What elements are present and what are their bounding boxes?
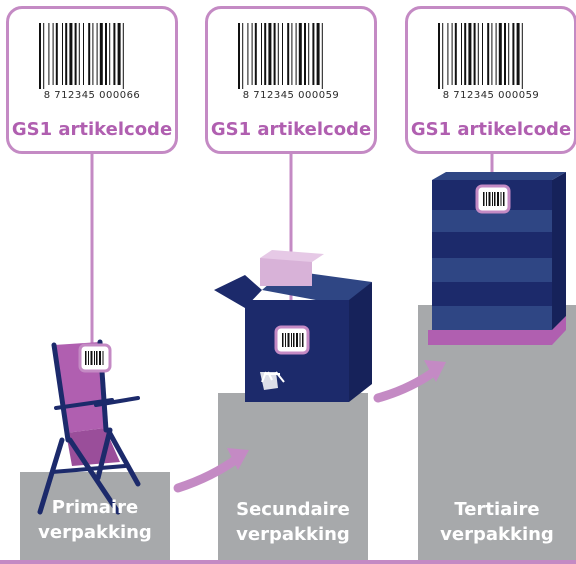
shipping-box-icon — [214, 250, 372, 402]
arrow-icon — [173, 448, 249, 493]
barcode-number: 8 712345 000066 — [43, 90, 141, 101]
barcode-tag-secondary — [274, 325, 310, 355]
card-title: GS1 artikelcode — [11, 119, 173, 140]
label-line-2: verpakking — [236, 524, 350, 545]
barcode-icon — [238, 23, 323, 89]
barcode-card-tertiary: 8 712345 000059 GS1 artikelcode — [405, 6, 576, 154]
barcode-card-primary: 8 712345 000066 GS1 artikelcode — [6, 6, 178, 154]
pedestal-secondary — [218, 393, 368, 564]
barcode-tag-tertiary — [475, 184, 511, 214]
label-line-2: verpakking — [38, 522, 152, 543]
pedestal-tertiary — [418, 305, 576, 564]
label-tertiary-packaging: Tertiaire verpakking — [418, 497, 576, 547]
arrow-icon — [373, 360, 446, 403]
garden-chair-icon — [37, 339, 141, 515]
barcode-number: 8 712345 000059 — [242, 90, 340, 101]
label-line-1: Primaire — [51, 497, 139, 518]
barcode-icon — [39, 23, 124, 89]
card-title: GS1 artikelcode — [410, 119, 572, 140]
card-title: GS1 artikelcode — [210, 119, 372, 140]
label-line-1: Tertiaire — [454, 499, 540, 520]
barcode-icon — [438, 23, 523, 89]
barcode-card-secondary: 8 712345 000059 GS1 artikelcode — [205, 6, 377, 154]
label-secondary-packaging: Secundaire verpakking — [218, 497, 368, 547]
barcode-tag-primary — [78, 343, 112, 373]
pedestal-base-line — [0, 560, 576, 564]
barcode-number: 8 712345 000059 — [442, 90, 540, 101]
label-primary-packaging: Primaire verpakking — [20, 495, 170, 545]
label-line-1: Secundaire — [236, 499, 350, 520]
label-line-2: verpakking — [440, 524, 554, 545]
